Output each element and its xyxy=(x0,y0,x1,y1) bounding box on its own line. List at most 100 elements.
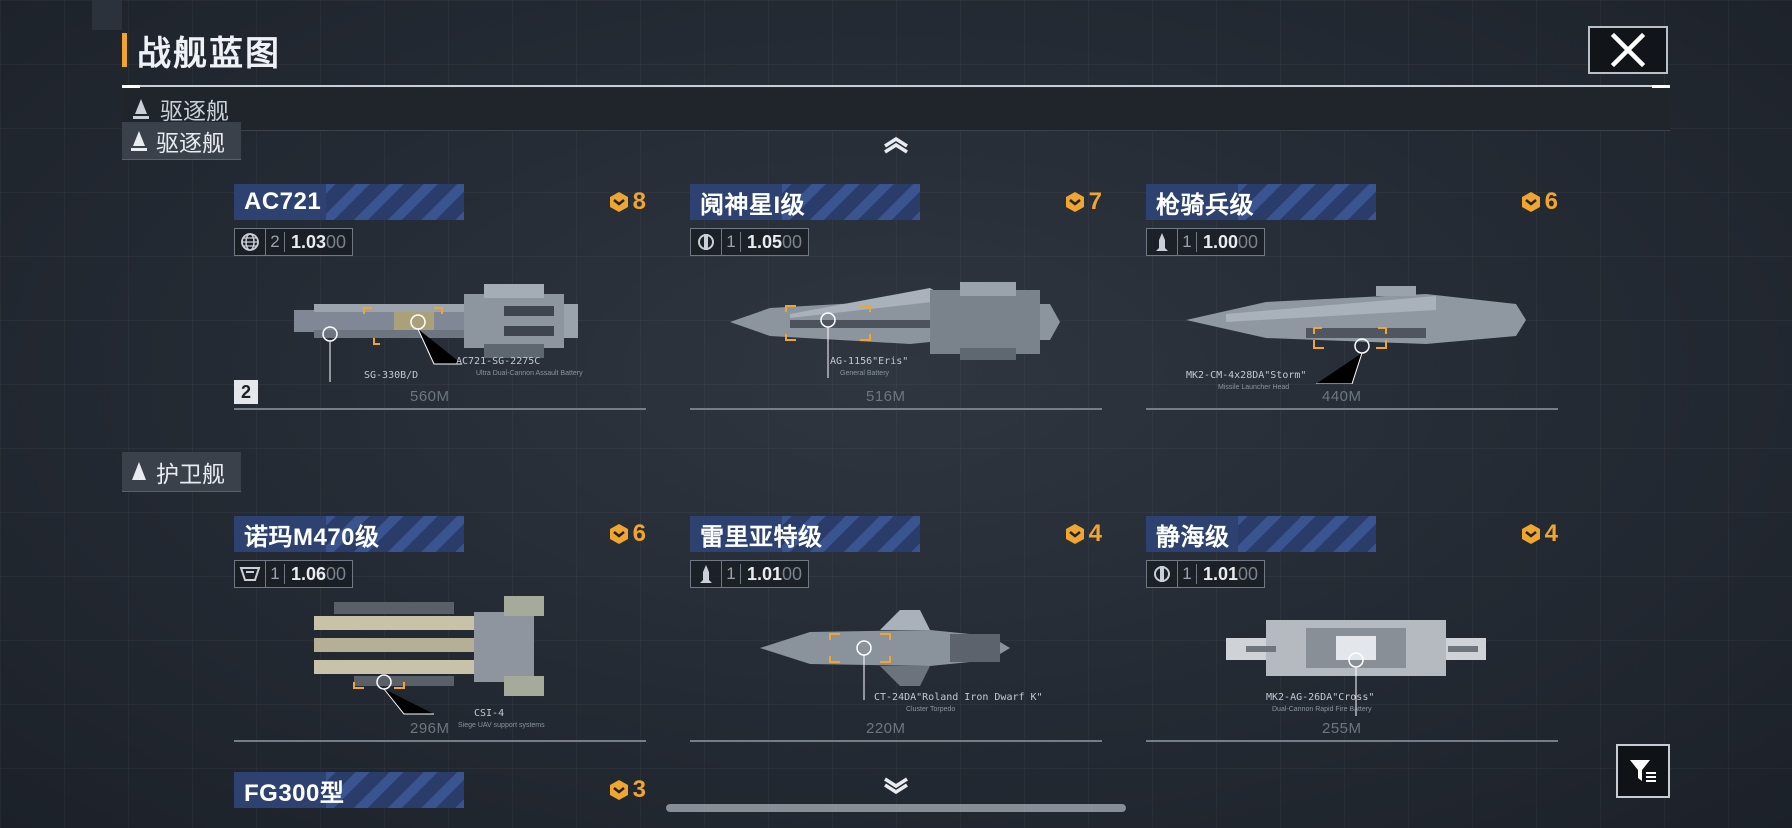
ship-length: 220M xyxy=(866,720,906,737)
ship-cost: 8 xyxy=(608,188,646,216)
missile-icon xyxy=(691,561,722,587)
cost-icon xyxy=(609,780,628,800)
close-icon xyxy=(1610,32,1646,68)
gear-gun-icon xyxy=(691,229,722,255)
card-baseline xyxy=(1146,408,1558,410)
ship-class-icon xyxy=(132,461,146,480)
ship-blueprint-image xyxy=(730,282,1060,378)
ship-cost: 7 xyxy=(1064,188,1102,216)
ship-stat-box: 1 1.0000 xyxy=(1146,228,1266,256)
ship-name: 枪骑兵级 xyxy=(1156,191,1254,219)
ship-blueprint-image xyxy=(1186,286,1526,384)
gear-gun-icon xyxy=(1147,561,1178,587)
missile-icon xyxy=(1147,229,1178,255)
ship-card-fg300[interactable]: FG300型 3 xyxy=(234,772,646,828)
header-divider-cap-left xyxy=(122,85,140,88)
ship-class-icon xyxy=(131,130,147,151)
ship-card-reria[interactable]: 雷里亚特级 4 1 1.0100 CT-24DA"Roland Iron Dwa… xyxy=(690,516,1102,744)
ship-cost: 6 xyxy=(608,520,646,548)
ship-stat-box: 1 1.0100 xyxy=(1146,560,1266,588)
scrollbar[interactable] xyxy=(666,804,1126,812)
weapon-description: Ultra Dual-Cannon Assault Battery xyxy=(476,370,583,377)
cost-icon xyxy=(1521,524,1540,544)
ship-stat-box: 1 1.0100 xyxy=(690,560,810,588)
ship-name-plate: AC721 xyxy=(234,184,464,220)
stat-level: 1 xyxy=(1178,564,1197,584)
stat-value: 1.0100 xyxy=(1203,563,1259,584)
ship-name-plate: 静海级 xyxy=(1146,516,1376,552)
header-divider xyxy=(122,85,1670,87)
category-label: 驱逐舰 xyxy=(156,129,225,156)
category-tag-frigate[interactable]: 护卫舰 xyxy=(122,452,241,492)
category-tag-destroyer[interactable]: 驱逐舰 xyxy=(122,122,241,160)
ship-card-calm-sea[interactable]: 静海级 4 1 1.0100 MK2-AG-26DA"Cross" Dual-C… xyxy=(1146,516,1558,744)
close-button[interactable] xyxy=(1588,26,1668,74)
sticky-category-label: 驱逐舰 xyxy=(160,98,229,124)
ship-stat-box: 2 1.0300 xyxy=(234,228,354,256)
ship-blueprint-image xyxy=(294,284,578,382)
stat-value: 1.0100 xyxy=(747,563,803,584)
ship-class-icon xyxy=(133,99,149,119)
category-label: 护卫舰 xyxy=(156,460,225,487)
ship-name: 阋神星I级 xyxy=(700,191,806,219)
stat-level: 1 xyxy=(266,564,285,584)
ship-card-noma[interactable]: 诺玛M470级 6 1 1.0600 CSI-4 Siege UAV suppo… xyxy=(234,516,646,744)
sticky-category-header[interactable]: 驱逐舰 xyxy=(122,88,1670,131)
filter-button[interactable] xyxy=(1616,744,1670,798)
card-baseline xyxy=(1146,740,1558,742)
ship-blueprint-image xyxy=(314,596,544,715)
stat-level: 1 xyxy=(1178,232,1197,252)
ship-name: 雷里亚特级 xyxy=(700,523,823,551)
ship-length: 440M xyxy=(1322,388,1362,405)
ship-card-lancer[interactable]: 枪骑兵级 6 1 1.0000 MK2-CM-4x28DA"Storm" Mis… xyxy=(1146,184,1558,412)
header-divider-cap-right xyxy=(1652,85,1670,88)
ship-name-plate: 阋神星I级 xyxy=(690,184,920,220)
corner-decoration xyxy=(92,0,122,30)
filter-icon xyxy=(1630,760,1656,782)
weapon-description: Cluster Torpedo xyxy=(906,706,956,713)
scroll-up-arrow-icon[interactable] xyxy=(882,136,910,154)
ship-card-ac721[interactable]: AC721 8 2 1.0300 AC721-SG-2275C Ultra Du… xyxy=(234,184,646,412)
weapon-description: General Battery xyxy=(840,370,890,377)
ship-stat-box: 1 1.0600 xyxy=(234,560,354,588)
ship-cost: 3 xyxy=(608,776,646,804)
ship-stat-box: 1 1.0500 xyxy=(690,228,810,256)
globe-icon xyxy=(235,229,266,255)
ship-blueprint-image xyxy=(1226,620,1486,716)
card-baseline xyxy=(690,740,1102,742)
ship-name-plate: 枪骑兵级 xyxy=(1146,184,1376,220)
ship-count-badge: 2 xyxy=(234,380,258,404)
cost-icon xyxy=(609,524,628,544)
card-baseline xyxy=(234,740,646,742)
ship-blueprint-image xyxy=(760,610,1010,700)
weapon-label: AG-1156"Eris" xyxy=(830,356,909,367)
title-bar: 战舰蓝图 xyxy=(122,30,281,73)
ship-name-plate: 诺玛M470级 xyxy=(234,516,464,552)
ship-length: 516M xyxy=(866,388,906,405)
cost-icon xyxy=(1065,524,1084,544)
ship-name: AC721 xyxy=(244,188,322,215)
weapon-description: Siege UAV support systems xyxy=(458,722,545,729)
ship-card-eris[interactable]: 阋神星I级 7 1 1.0500 AG-1156"Eris" General B… xyxy=(690,184,1102,412)
ship-length: 560M xyxy=(410,388,450,405)
stat-value: 1.0600 xyxy=(291,563,347,584)
weapon-description: Dual-Cannon Rapid Fire Battery xyxy=(1272,706,1372,713)
ship-name: 诺玛M470级 xyxy=(244,523,380,551)
stat-level: 2 xyxy=(266,232,285,252)
card-baseline xyxy=(234,408,646,410)
ship-name-plate: 雷里亚特级 xyxy=(690,516,920,552)
emblem-icon xyxy=(235,561,266,587)
ship-length: 296M xyxy=(410,720,450,737)
stat-level: 1 xyxy=(722,232,741,252)
weapon-label-secondary: SG-330B/D xyxy=(364,370,419,381)
weapon-label: AC721-SG-2275C xyxy=(456,356,541,367)
ship-cost: 6 xyxy=(1520,188,1558,216)
scroll-down-arrow-icon[interactable] xyxy=(882,777,910,795)
cost-icon xyxy=(1065,192,1084,212)
cost-icon xyxy=(609,192,628,212)
ship-length: 255M xyxy=(1322,720,1362,737)
card-baseline xyxy=(690,408,1102,410)
stat-level: 1 xyxy=(722,564,741,584)
weapon-label: CT-24DA"Roland Iron Dwarf K" xyxy=(874,692,1043,703)
ship-name-plate: FG300型 xyxy=(234,772,464,808)
